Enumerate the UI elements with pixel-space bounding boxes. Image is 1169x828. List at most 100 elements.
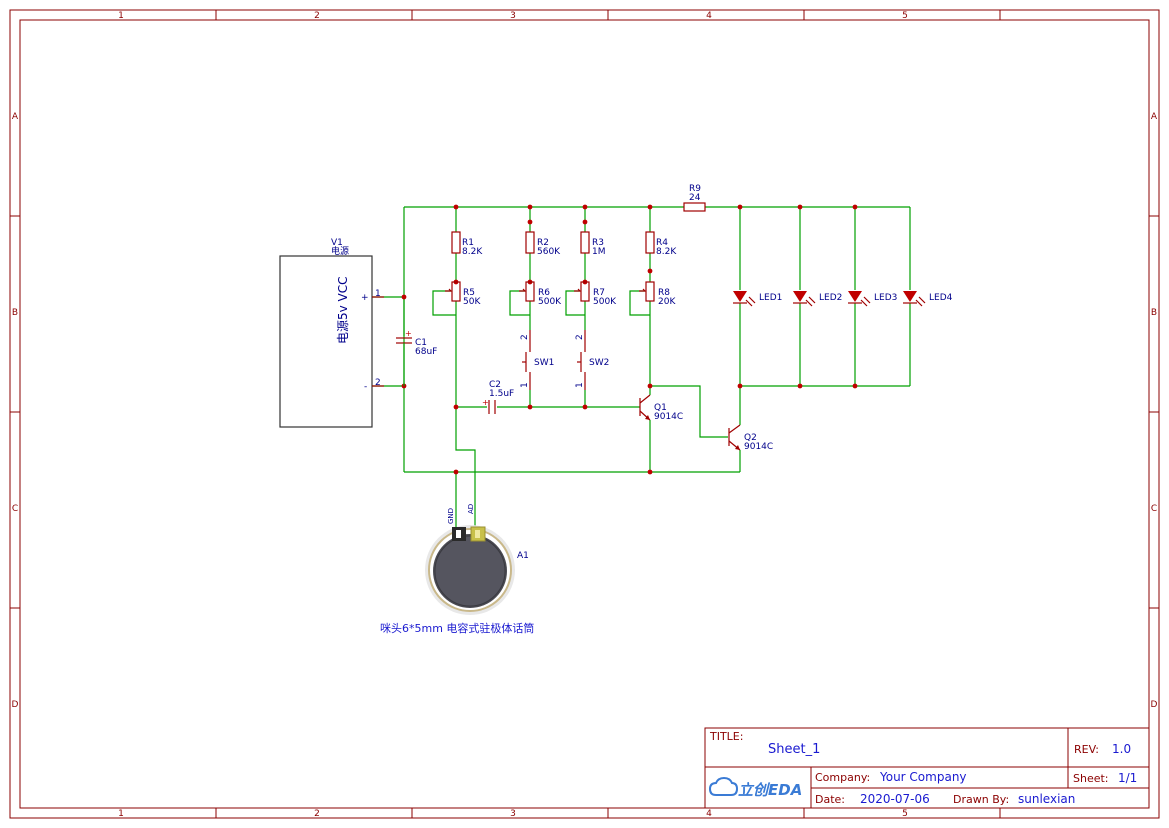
q2-transistor[interactable]: Q2 9014C [728,424,773,452]
v1-ref: V1 [331,238,343,248]
v1-minus: - [364,382,367,392]
title-label: TITLE: [709,730,743,743]
col-label-top-3: 3 [510,11,516,21]
led3[interactable]: LED3 [848,291,897,307]
col-label-bottom-3: 3 [510,809,516,819]
sw1-switch[interactable]: 2 1 SW1 [520,330,554,390]
sheet-value: 1/1 [1118,771,1137,785]
a1-ref: A1 [517,551,529,561]
row-label-left-d: D [12,700,19,710]
title-block: TITLE: Sheet_1 REV: 1.0 Company: Your Co… [704,727,1150,809]
r8-ref: R8 [658,288,670,298]
row-label-right-b: B [1151,308,1157,318]
r6-potentiometer[interactable]: R6 500K [519,281,562,307]
r5-value: 50K [463,297,481,307]
a1-pin-ad: AD [467,504,475,514]
r3-value: 1M [592,247,606,257]
q2-ref: Q2 [744,433,757,443]
c2-ref: C2 [489,380,501,390]
rev-label: REV: [1074,743,1099,756]
wires [372,206,911,527]
q1-ref: Q1 [654,403,667,413]
led2-ref: LED2 [819,293,842,303]
sheet-border: 1 2 3 4 5 1 2 3 4 5 A B C D A B C D [9,9,1160,819]
r9-ref: R9 [689,184,701,194]
rev-value: 1.0 [1112,742,1131,756]
c2-capacitor[interactable]: + C2 1.5uF [482,380,514,414]
date-value: 2020-07-06 [860,792,930,806]
r9-resistor[interactable]: R9 24 [683,184,706,212]
q2-value: 9014C [744,442,773,452]
row-label-left-a: A [12,112,19,122]
r3-resistor[interactable]: R3 1M [580,231,606,257]
company-label: Company: [815,771,870,784]
v1-pin2: 2 [375,378,381,388]
q1-transistor[interactable]: Q1 9014C [639,394,683,422]
r5-potentiometer[interactable]: R5 50K [445,281,481,307]
sheet-label: Sheet: [1073,772,1109,785]
r4-value: 8.2K [656,247,677,257]
r2-resistor[interactable]: R2 560K [525,231,561,257]
c1-capacitor[interactable]: + C1 68uF [396,329,437,386]
sw2-ref: SW2 [589,358,609,368]
led1[interactable]: LED1 [733,291,782,307]
logo-text: 立创EDA [738,781,802,799]
a1-caption: 咪头6*5mm 电容式驻极体话筒 [380,621,534,635]
row-label-right-c: C [1151,504,1157,514]
r9-value: 24 [689,193,701,203]
sw2-pin-top: 2 [575,334,585,340]
row-label-right-a: A [1151,112,1158,122]
c1-ref: C1 [415,338,427,348]
row-label-left-c: C [12,504,18,514]
led3-ref: LED3 [874,293,897,303]
r8-value: 20K [658,297,676,307]
r1-resistor[interactable]: R1 8.2K [451,231,483,257]
led2[interactable]: LED2 [793,291,842,307]
c2-polarity: + [482,398,489,407]
lceda-logo: 立创EDA [708,776,802,799]
r2-value: 560K [537,247,561,257]
v1-power-source[interactable]: V1 电源 电源5v VCC 1 2 + - [279,238,384,428]
v1-plus: + [361,293,369,303]
drawn-by-value: sunlexian [1018,792,1075,806]
sw2-pin-bottom: 1 [575,382,585,388]
led4-ref: LED4 [929,293,953,303]
r5-ref: R5 [463,288,475,298]
sw1-ref: SW1 [534,358,554,368]
r2-ref: R2 [537,238,549,248]
sw1-pin-bottom: 1 [520,382,530,388]
sw2-switch[interactable]: 2 1 SW2 [575,330,609,390]
col-label-top-4: 4 [706,11,712,21]
r6-ref: R6 [538,288,550,298]
col-label-bottom-1: 1 [118,809,124,819]
r3-ref: R3 [592,238,604,248]
v1-pin1: 1 [375,289,381,299]
col-label-bottom-5: 5 [902,809,908,819]
r1-value: 8.2K [462,247,483,257]
col-label-bottom-2: 2 [314,809,320,819]
q1-value: 9014C [654,412,683,422]
col-label-bottom-4: 4 [706,809,712,819]
date-label: Date: [815,793,845,806]
junctions [401,204,858,475]
c1-value: 68uF [415,347,437,357]
a1-microphone[interactable]: GND AD A1 咪头6*5mm 电容式驻极体话筒 [380,504,534,635]
led1-ref: LED1 [759,293,782,303]
v1-value: 电源 [331,245,349,257]
r7-ref: R7 [593,288,605,298]
led4[interactable]: LED4 [903,291,953,307]
sheet-title: Sheet_1 [768,742,820,757]
r4-resistor[interactable]: R4 8.2K [645,231,677,257]
sw1-pin-top: 2 [520,334,530,340]
c2-value: 1.5uF [489,389,514,399]
row-label-left-b: B [12,308,18,318]
c1-polarity: + [405,329,412,338]
col-label-top-5: 5 [902,11,908,21]
row-label-right-d: D [1151,700,1158,710]
r8-potentiometer[interactable]: R8 20K [639,281,676,307]
r7-potentiometer[interactable]: R7 500K [574,281,617,307]
drawn-by-label: Drawn By: [953,793,1009,806]
r1-ref: R1 [462,238,474,248]
col-label-top-1: 1 [118,11,124,21]
